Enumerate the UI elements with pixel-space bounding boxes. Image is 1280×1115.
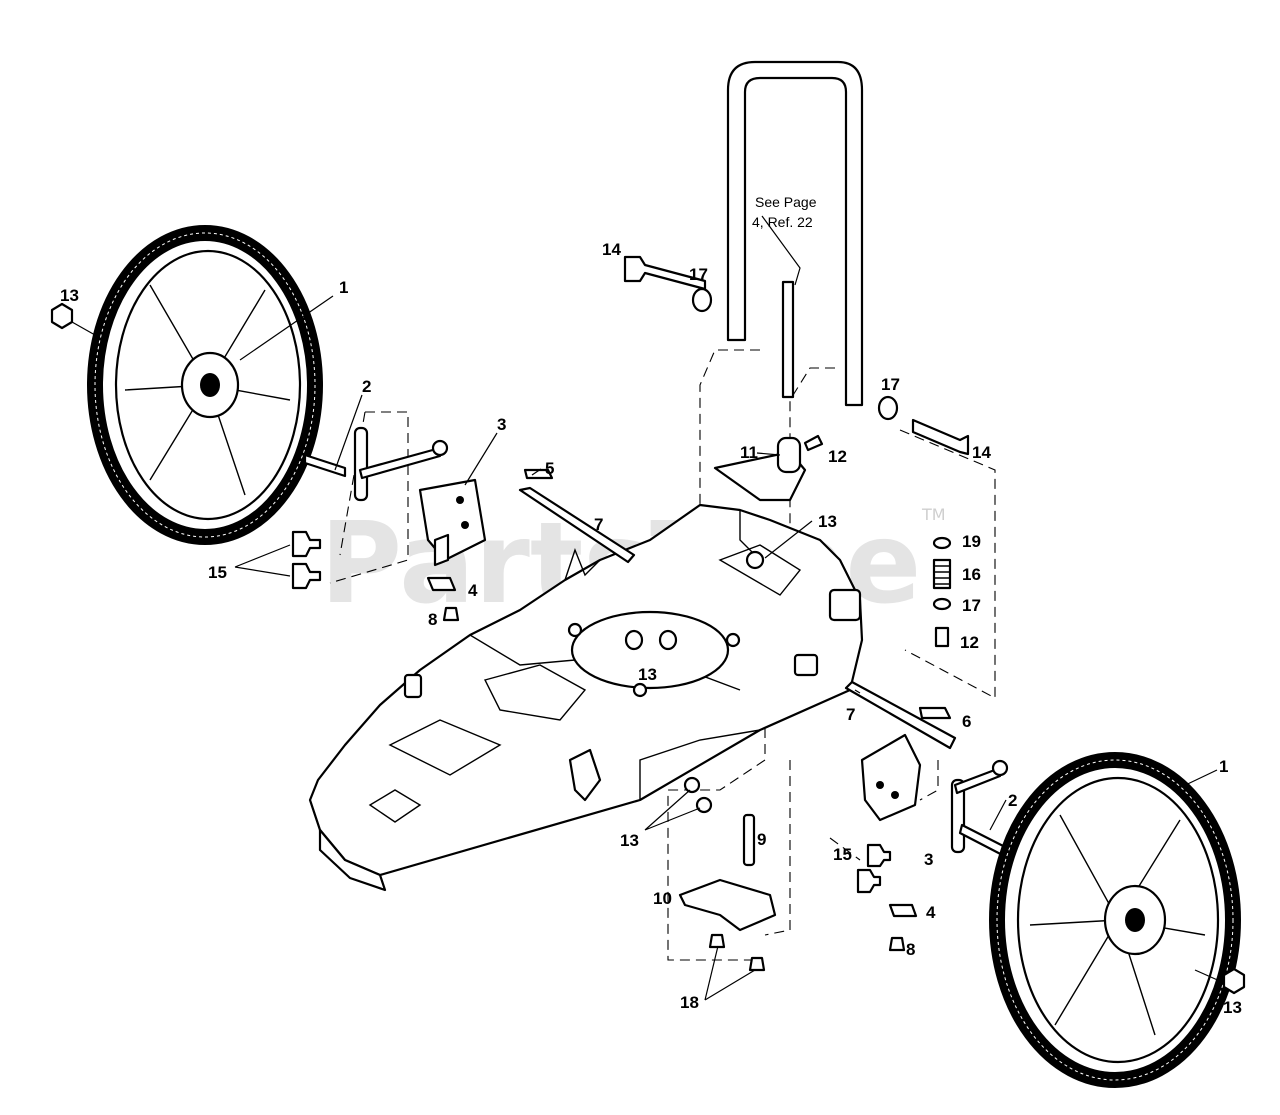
handle-bracket bbox=[713, 434, 824, 502]
pin bbox=[742, 813, 756, 867]
callout-8: 8 bbox=[428, 610, 437, 629]
callout-17: 17 bbox=[689, 265, 708, 284]
deck-mount-right bbox=[828, 588, 862, 622]
callout-4: 4 bbox=[926, 903, 936, 922]
callout-16: 16 bbox=[962, 565, 981, 584]
callout-11: 11 bbox=[740, 443, 758, 462]
callout-15: 15 bbox=[833, 845, 852, 864]
callout-9: 9 bbox=[757, 830, 766, 849]
trimmer-deck bbox=[308, 503, 864, 892]
callout-1: 1 bbox=[339, 278, 348, 297]
leader-lines bbox=[71, 215, 1223, 1001]
callout-13: 13 bbox=[638, 665, 657, 684]
handle-bolt-left bbox=[623, 255, 713, 313]
left-bolts bbox=[291, 530, 460, 622]
deck-nuts bbox=[624, 629, 678, 651]
callout-2: 2 bbox=[362, 377, 371, 396]
right-wheel bbox=[989, 752, 1241, 1088]
right-bracket bbox=[860, 733, 922, 822]
callout-13: 13 bbox=[60, 286, 79, 305]
callout-10: 10 bbox=[653, 889, 672, 908]
lower-nuts bbox=[683, 776, 713, 814]
callout-3: 3 bbox=[924, 850, 933, 869]
handle-bolt-right bbox=[877, 395, 970, 456]
callout-14: 14 bbox=[972, 443, 991, 462]
callout-17: 17 bbox=[962, 596, 981, 615]
wheel-nuts bbox=[50, 302, 1246, 995]
callout-19: 19 bbox=[962, 532, 981, 551]
callout-8: 8 bbox=[906, 940, 915, 959]
handle bbox=[726, 60, 864, 407]
callout-13: 13 bbox=[818, 512, 837, 531]
callout-12: 12 bbox=[960, 633, 979, 652]
callout-13: 13 bbox=[1223, 998, 1242, 1017]
lower-bracket bbox=[678, 878, 777, 972]
center-nut bbox=[745, 550, 765, 570]
callout-1: 1 bbox=[1219, 757, 1228, 776]
callout-12: 12 bbox=[828, 447, 847, 466]
watermark-tm: TM bbox=[921, 505, 946, 524]
left-bracket bbox=[418, 478, 487, 567]
lower-rod bbox=[844, 680, 957, 750]
callout-14: 14 bbox=[602, 240, 621, 259]
left-wheel bbox=[87, 225, 323, 545]
callout-18: 18 bbox=[680, 993, 699, 1012]
right-bolts bbox=[856, 843, 918, 952]
deck-opening bbox=[570, 610, 730, 690]
callout-2: 2 bbox=[1008, 791, 1017, 810]
spring-stack bbox=[932, 536, 952, 648]
callout-7: 7 bbox=[846, 705, 855, 724]
callout-5: 5 bbox=[545, 459, 554, 478]
callout-3: 3 bbox=[497, 415, 506, 434]
callout-4: 4 bbox=[468, 581, 478, 600]
callout-6: 6 bbox=[962, 712, 971, 731]
callout-7: 7 bbox=[594, 515, 603, 534]
callout-13: 13 bbox=[620, 831, 639, 850]
callout-15: 15 bbox=[208, 563, 227, 582]
note-line-1: See Page bbox=[755, 194, 817, 210]
callout-labels: 13 1 2 3 5 7 15 4 8 13 14 17 17 14 11 12… bbox=[60, 240, 1242, 1017]
note-line-2: 4, Ref. 22 bbox=[752, 214, 813, 230]
callout-17: 17 bbox=[881, 375, 900, 394]
left-axle bbox=[303, 426, 449, 502]
